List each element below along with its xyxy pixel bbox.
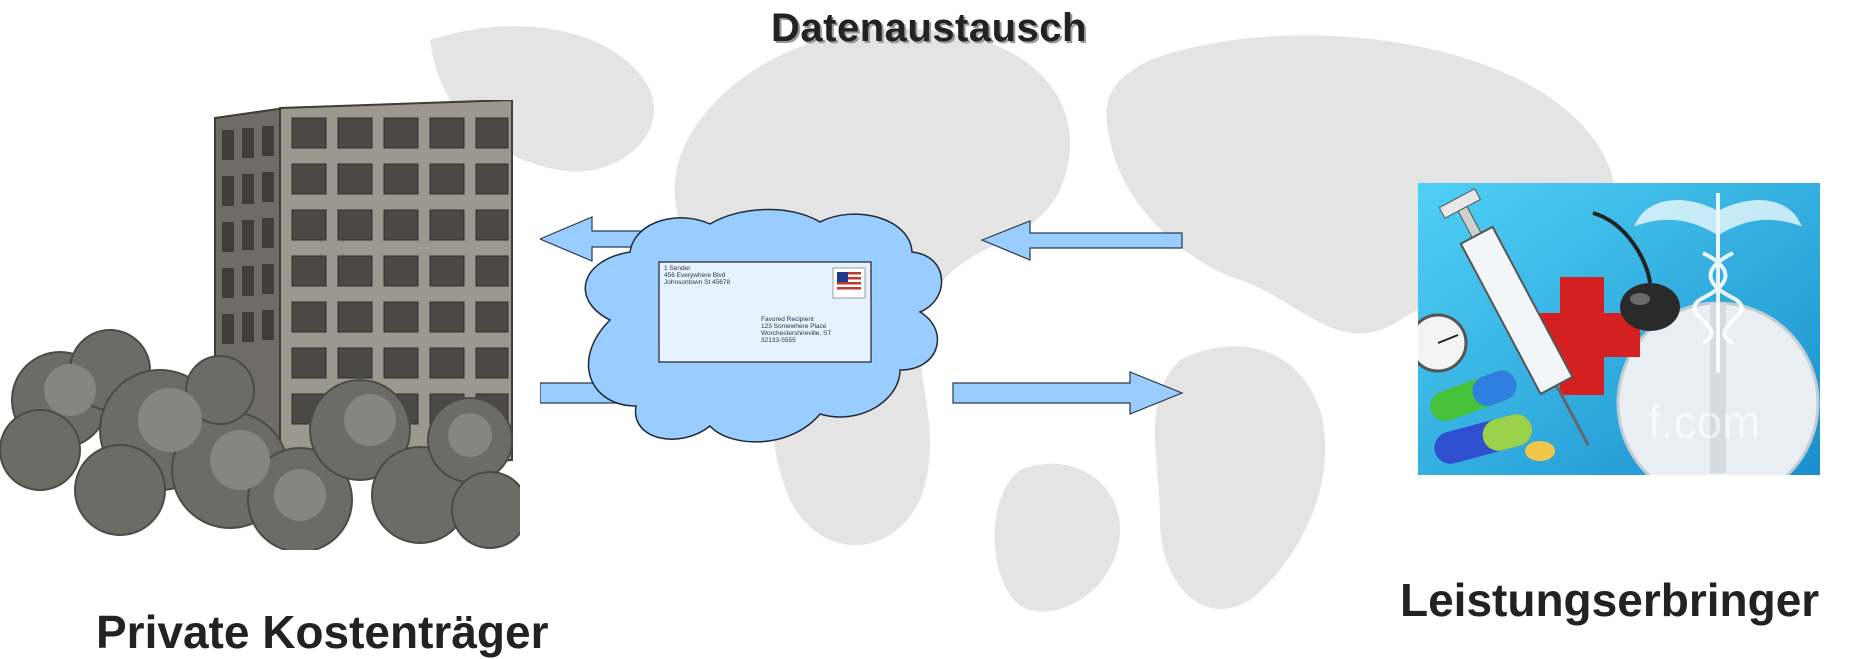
envelope-icon: 1 Sender 456 Everywhere Blvd Johnsontown… bbox=[658, 261, 872, 363]
gauge-icon bbox=[1418, 313, 1468, 373]
envelope-sender-line: 1 Sender bbox=[664, 265, 691, 272]
envelope-recipient-line: 123 Somewhere Place bbox=[761, 323, 827, 330]
envelope-recipient-line: Worchestershireville, ST bbox=[761, 330, 831, 337]
syringe-icon bbox=[1438, 188, 1590, 447]
payer-label: Private Kostenträger bbox=[96, 606, 549, 658]
arrow-to-provider bbox=[952, 371, 1184, 415]
blood-pressure-bulb-icon bbox=[1592, 211, 1680, 331]
medical-icon: f.com bbox=[1418, 183, 1820, 475]
arrow-from-provider bbox=[980, 220, 1183, 261]
collapsing-building-icon bbox=[0, 100, 520, 550]
envelope-sender-line: 456 Everywhere Blvd bbox=[664, 272, 726, 279]
envelope-recipient-line: Favored Recipient bbox=[761, 316, 814, 323]
provider-label: Leistungserbringer bbox=[1400, 574, 1820, 626]
caduceus-icon bbox=[1634, 193, 1802, 373]
exchange-diagram: 1 Sender 456 Everywhere Blvd Johnsontown… bbox=[540, 208, 1184, 443]
watermark-text: f.com bbox=[1648, 396, 1760, 448]
capsule-icon bbox=[1430, 370, 1555, 464]
envelope-sender-line: Johnsontown St 45678 bbox=[664, 279, 731, 286]
diagram-title: Datenaustausch bbox=[771, 6, 1087, 50]
envelope-recipient-line: 32133-5555 bbox=[761, 337, 796, 344]
stamp-flag-icon bbox=[832, 267, 866, 299]
